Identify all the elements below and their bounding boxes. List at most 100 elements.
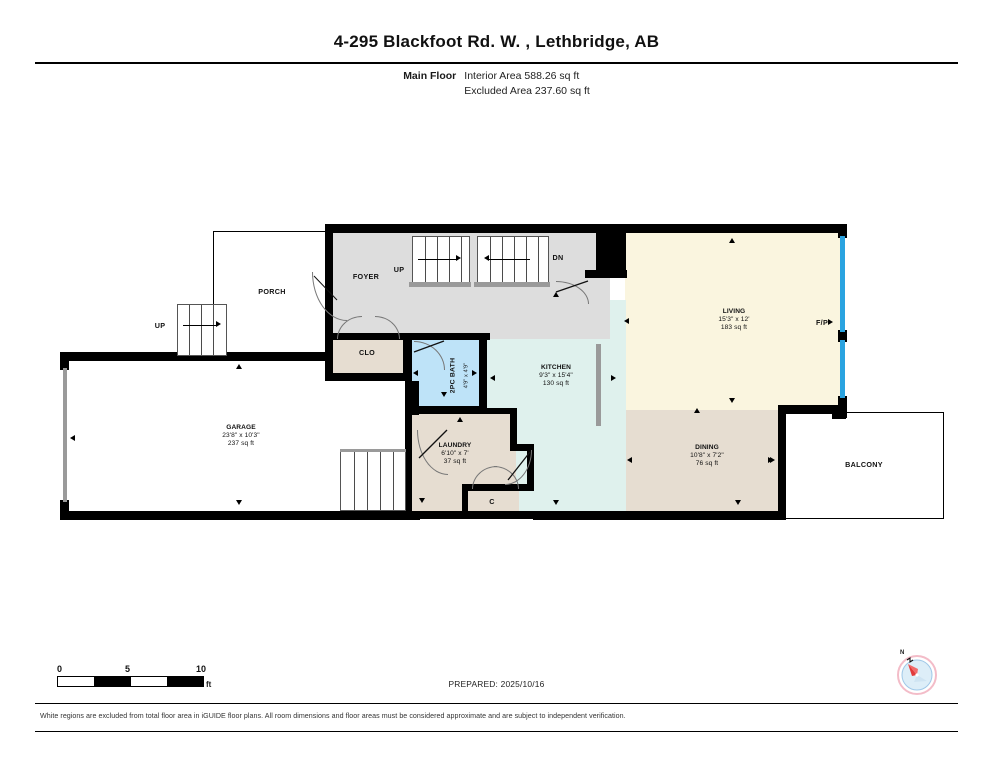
room-label-up-foyer: UP	[393, 265, 405, 274]
excluded-area: Excluded Area 237.60 sq ft	[464, 85, 590, 97]
room-label-dn: DN	[552, 253, 564, 262]
dim-arrow-dining-top	[694, 408, 700, 413]
kitchen-dims: 9'3" x 15'4"	[539, 372, 573, 380]
room-living-fill	[625, 231, 845, 413]
wall-foyer-bottom	[325, 333, 490, 340]
stairs-dn-landing	[474, 282, 550, 287]
partition-kitchen-living	[596, 344, 601, 426]
prepared-date: PREPARED: 2025/10/16	[448, 679, 545, 689]
floor-label: Main Floor	[403, 70, 457, 82]
dim-arrow-dining-bottom	[735, 500, 741, 505]
wall-clo-bottom	[325, 373, 411, 381]
window-living-south	[840, 340, 845, 398]
wall-bath-left	[405, 339, 412, 413]
room-label-living: LIVING 15'3" x 12' 183 sq ft	[687, 308, 781, 333]
page-title: 4-295 Blackfoot Rd. W. , Lethbridge, AB	[333, 32, 660, 51]
stairs-foyer-arrow-line	[418, 259, 458, 260]
stairs-foyer-up	[412, 236, 470, 284]
wall-bottom-main	[533, 511, 786, 520]
wall-garage-bottom	[60, 511, 420, 520]
scale-tick-10: 10	[196, 664, 207, 674]
stairs-dn-arrow-line	[488, 259, 530, 260]
wall-garage-left-bottom	[60, 500, 69, 519]
compass-icon	[897, 655, 937, 695]
room-label-foyer: FOYER	[352, 272, 380, 281]
laundry-name: LAUNDRY	[438, 442, 472, 449]
kitchen-name: KITCHEN	[540, 364, 571, 371]
dim-arrow-kitchen-right	[611, 375, 616, 381]
room-closet-fill	[330, 339, 403, 374]
living-name: LIVING	[722, 308, 746, 315]
room-label-bath-dims: 4'9" x 4'9"	[463, 362, 470, 389]
wall-laundry-right2	[510, 444, 534, 451]
dim-arrow-living-bottom	[729, 398, 735, 403]
stairs-dn	[477, 236, 549, 284]
room-label-kitchen: KITCHEN 9'3" x 15'4" 130 sq ft	[510, 364, 602, 389]
dim-arrow-kitchen-top	[553, 292, 559, 297]
laundry-area: 37 sq ft	[443, 458, 467, 466]
room-dining-fill	[625, 410, 785, 518]
balcony-right-line	[943, 412, 944, 519]
dim-arrow-garage-left	[70, 435, 75, 441]
wall-bath-right	[479, 339, 487, 413]
header-divider	[35, 62, 958, 64]
balcony-top-line	[786, 412, 944, 413]
dim-arrow-garage-bottom	[236, 500, 242, 505]
balcony-bottom-line	[786, 518, 944, 519]
garage-area: 237 sq ft	[227, 440, 255, 448]
stairs-porch-up	[177, 304, 227, 356]
laundry-dims: 6'10" x 7'	[441, 450, 469, 458]
wall-dining-top-right	[778, 405, 840, 414]
room-label-porch: PORCH	[258, 287, 286, 296]
stairs-foyer-up-arrow	[456, 255, 461, 261]
dim-arrow-bath-right	[472, 370, 477, 376]
footer-divider-top	[35, 703, 958, 704]
dim-arrow-living-left	[624, 318, 629, 324]
dim-arrow-garage-top	[236, 364, 242, 369]
wall-laundry-left	[405, 413, 412, 518]
room-label-bath: 2PC BATH	[449, 357, 457, 394]
stairs-porch-arrow	[216, 321, 221, 327]
window-living-north	[840, 236, 845, 332]
wall-top-main	[325, 224, 845, 233]
wall-garage-top	[60, 352, 330, 361]
dim-arrow-balcony-right	[770, 457, 775, 463]
living-dims: 15'3" x 12'	[718, 316, 750, 324]
wall-right-mid	[838, 330, 847, 342]
stairs-porch-arrow-line	[183, 325, 217, 326]
dining-name: DINING	[695, 444, 719, 451]
porch-left-line	[213, 231, 214, 353]
scale-tick-5: 5	[125, 664, 131, 674]
stairs-dn-arrow	[484, 255, 489, 261]
dim-arrow-kitchen-left	[490, 375, 495, 381]
wall-right-upper	[838, 224, 847, 238]
wall-dn-block-2	[585, 270, 627, 278]
room-label-laundry: LAUNDRY 6'10" x 7' 37 sq ft	[413, 442, 497, 467]
wall-closet-c-left	[462, 484, 468, 514]
garage-dims: 23'8" x 10'3"	[222, 432, 260, 440]
room-label-fireplace: F/P	[815, 318, 829, 327]
wall-laundry-top	[405, 408, 517, 414]
garage-name: GARAGE	[226, 424, 256, 431]
porch-top-line	[213, 231, 326, 232]
wall-garage-right	[411, 381, 419, 415]
living-area: 183 sq ft	[720, 324, 748, 332]
room-label-garage: GARAGE 23'8" x 10'3" 237 sq ft	[192, 424, 290, 449]
stairs-foyer-landing	[409, 282, 471, 287]
dim-arrow-bath-left	[413, 370, 418, 376]
kitchen-area: 130 sq ft	[542, 380, 570, 388]
floor-summary: Main Floor Interior Area 588.26 sq ft Ex…	[0, 69, 993, 99]
dim-arrow-kitchen-bottom	[553, 500, 559, 505]
disclaimer-text: White regions are excluded from total fl…	[40, 712, 626, 720]
interior-area: Interior Area 588.26 sq ft	[464, 70, 580, 82]
dining-dims: 10'8" x 7'2"	[690, 452, 724, 460]
dining-area: 76 sq ft	[695, 460, 719, 468]
room-laundry-fill-lower	[411, 480, 467, 512]
wall-laundry-bottom	[405, 511, 535, 519]
scale-seg-4	[166, 677, 203, 686]
dim-arrow-dining-left	[627, 457, 632, 463]
scale-tick-0: 0	[57, 664, 63, 674]
scale-seg-1	[58, 677, 95, 686]
